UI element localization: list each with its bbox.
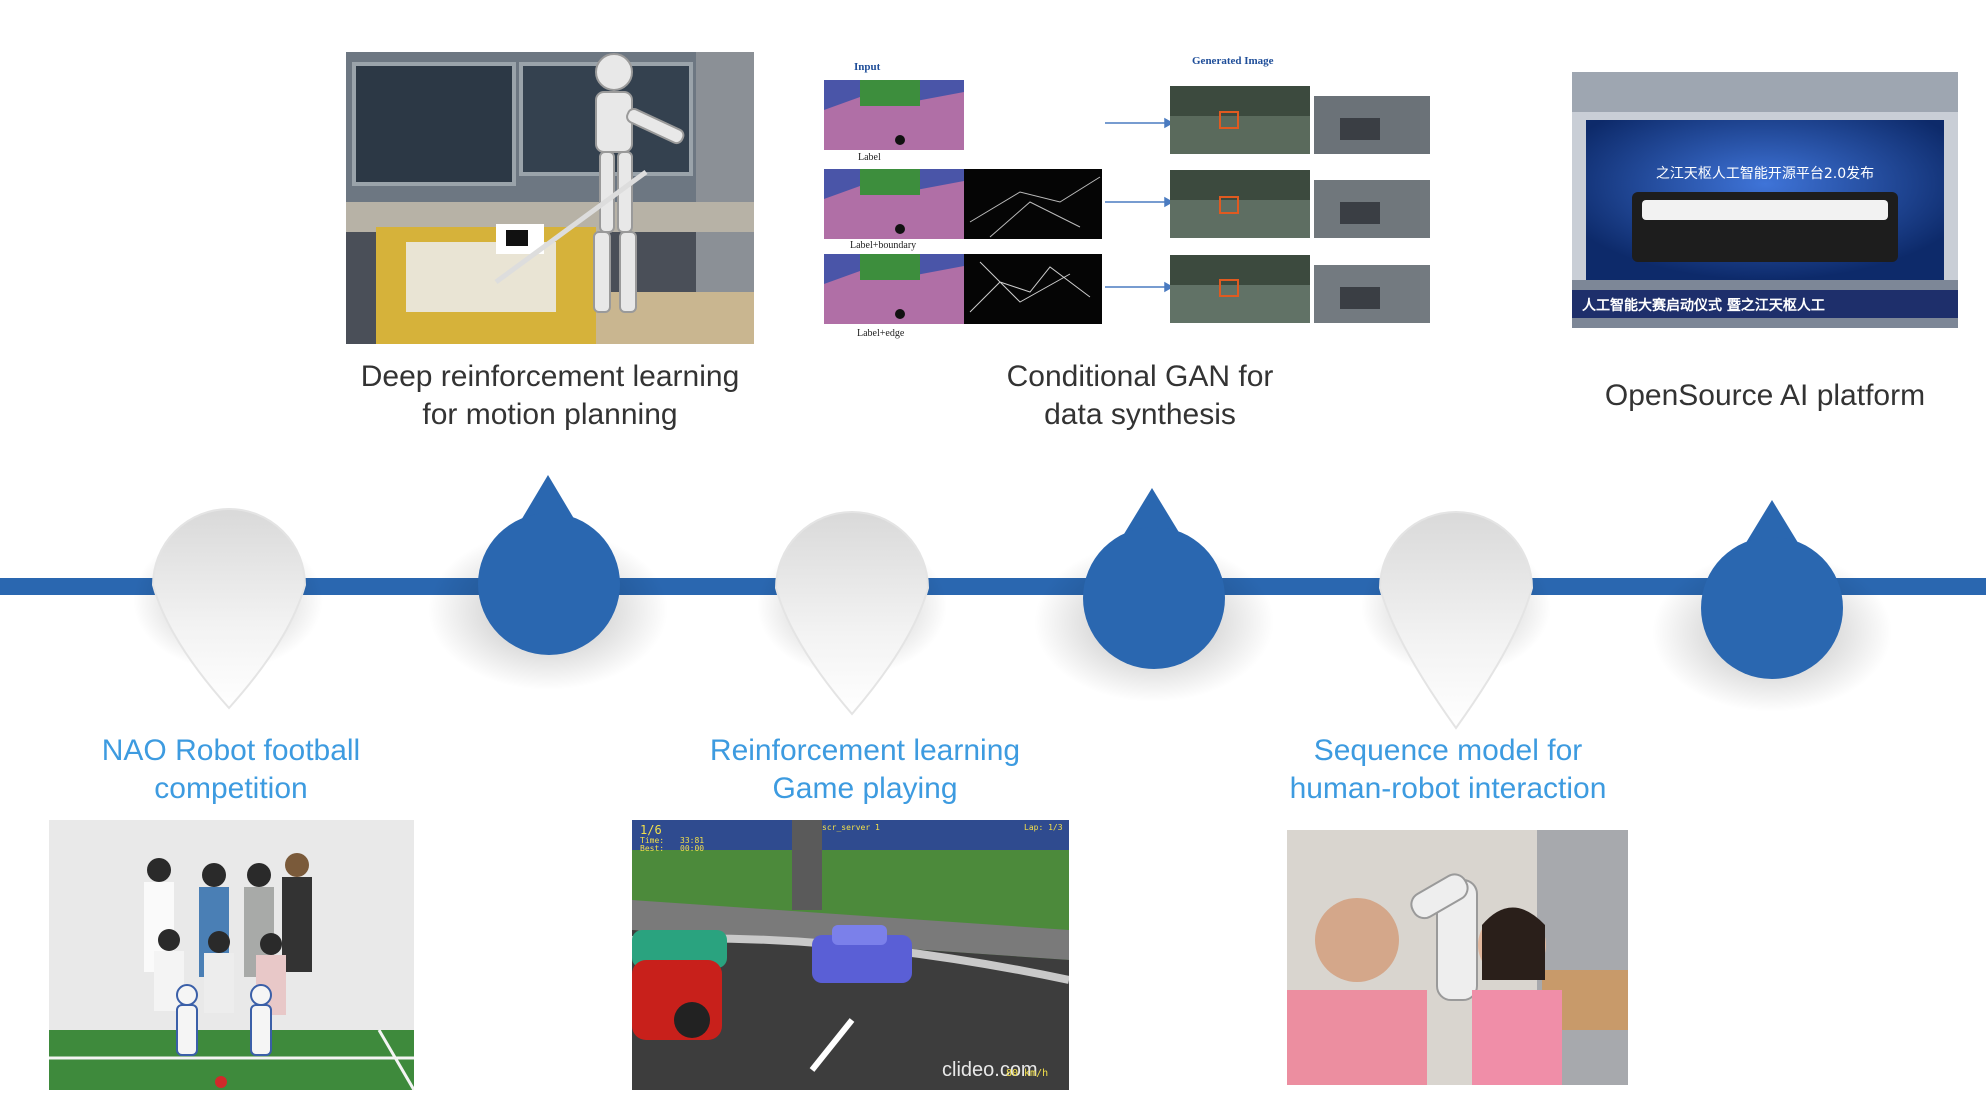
blue-pin-marker: [478, 475, 620, 655]
robot-motion-planning-photo: [346, 52, 754, 344]
gan-row-edge-text: Label+edge: [857, 328, 905, 339]
game-watermark: clideo.com: [942, 1059, 1038, 1081]
green-race-car: [632, 930, 727, 968]
platform-footer: 人工智能大赛启动仪式 暨之江天枢人工: [1582, 297, 1825, 314]
nao-robots: [176, 984, 272, 1056]
caption-line: data synthesis: [1044, 398, 1236, 431]
caption-conditional-gan: Conditional GAN for data synthesis: [940, 358, 1340, 434]
caption-sequence-model: Sequence model for human-robot interacti…: [1248, 732, 1648, 808]
caption-line: Sequence model for: [1313, 734, 1583, 767]
game-place: 1/6: [640, 823, 662, 837]
nao-team-photo: [49, 820, 414, 1090]
game-time-label: Time:: [640, 836, 664, 845]
person-left: [1287, 898, 1427, 1085]
grey-pin-marker: [774, 511, 930, 716]
gan-street-scene-figure: Input Generated Image Label Label+bounda…: [820, 52, 1440, 342]
grey-pin-marker: [1378, 511, 1534, 730]
person-right: [1472, 907, 1562, 1085]
caption-line: competition: [154, 772, 308, 805]
timeline-bar: [0, 578, 1986, 595]
caption-line: OpenSource AI platform: [1604, 379, 1926, 412]
gan-input-label: Input: [854, 61, 881, 73]
caption-line: Game playing: [772, 772, 958, 805]
gan-row-label: [824, 80, 964, 150]
red-race-car: [632, 960, 722, 1040]
platform-headline: 之江天枢人工智能开源平台2.0发布: [1656, 166, 1874, 182]
game-server: scr_server 1: [822, 823, 880, 832]
caption-rl-game-playing: Reinforcement learning Game playing: [665, 732, 1065, 808]
game-lap: Lap: 1/3: [1024, 823, 1063, 832]
caption-line: NAO Robot football: [101, 734, 361, 767]
caption-line: human-robot interaction: [1289, 772, 1607, 805]
caption-motion-planning: Deep reinforcement learning for motion p…: [350, 358, 750, 434]
blue-race-car: [812, 925, 912, 983]
caption-line: Reinforcement learning: [709, 734, 1021, 767]
gan-output-label: Generated Image: [1192, 55, 1274, 67]
robot-arm: [1410, 873, 1478, 1001]
game-speed: 80 km/h: [1006, 1068, 1048, 1079]
grey-pin-marker: [151, 508, 307, 710]
caption-line: Deep reinforcement learning: [360, 360, 740, 393]
caption-line: Conditional GAN for: [1006, 360, 1274, 393]
game-time-value: 33:81: [680, 836, 704, 845]
game-best-label: Best:: [640, 844, 664, 853]
ai-platform-group-photo: 之江天枢人工智能开源平台2.0发布 人工智能大赛启动仪式 暨之江天枢人工: [1572, 72, 1958, 328]
caption-opensource-platform: OpenSource AI platform: [1565, 377, 1965, 415]
racing-game-screenshot: 1/6 Time: 33:81 Best: 00:00 scr_server 1…: [632, 820, 1069, 1090]
gan-row-boundary-text: Label+boundary: [850, 240, 916, 251]
caption-nao-football: NAO Robot football competition: [31, 732, 431, 808]
gan-row-label-text: Label: [858, 152, 881, 163]
people-silhouettes: [144, 853, 312, 1015]
human-robot-photo: [1287, 830, 1628, 1085]
caption-line: for motion planning: [422, 398, 678, 431]
game-best-value: 00:00: [680, 844, 704, 853]
